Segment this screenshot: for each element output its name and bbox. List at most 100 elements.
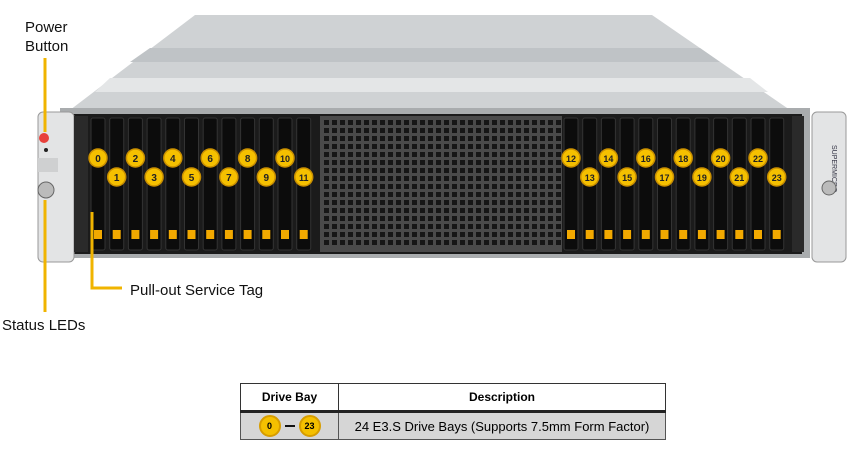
drive-latch[interactable] <box>206 230 215 239</box>
drive-latch[interactable] <box>585 230 594 239</box>
grill-hole <box>532 240 537 245</box>
drive-latch[interactable] <box>716 230 725 239</box>
grill-hole <box>460 224 465 229</box>
drive-latch[interactable] <box>567 230 575 239</box>
grill-hole <box>372 160 377 165</box>
grill-hole <box>428 160 433 165</box>
drive-latch[interactable] <box>679 230 688 239</box>
grill-hole <box>324 120 329 125</box>
drive-latch[interactable] <box>641 230 650 239</box>
grill-hole <box>492 240 497 245</box>
drive-latch[interactable] <box>299 230 308 239</box>
side-vent <box>74 116 88 252</box>
grill-hole <box>556 208 561 213</box>
grill-hole <box>460 208 465 213</box>
grill-hole <box>364 184 369 189</box>
grill-hole <box>508 168 513 173</box>
drive-latch[interactable] <box>150 230 159 239</box>
grill-hole <box>444 184 449 189</box>
grill-hole <box>508 136 513 141</box>
drive-latch[interactable] <box>281 230 289 239</box>
header-description: Description <box>338 383 666 413</box>
grill-hole <box>412 208 417 213</box>
grill-hole <box>436 216 441 221</box>
grill-hole <box>420 160 425 165</box>
grill-hole <box>388 192 393 197</box>
grill-hole <box>396 120 401 125</box>
grill-hole <box>500 128 505 133</box>
grill-hole <box>372 152 377 157</box>
grill-hole <box>396 240 401 245</box>
grill-hole <box>492 120 497 125</box>
grill-hole <box>436 168 441 173</box>
drive-latch[interactable] <box>735 230 744 239</box>
drive-latch[interactable] <box>224 230 233 239</box>
drive-latch[interactable] <box>131 230 140 239</box>
grill-hole <box>476 192 481 197</box>
drive-latch[interactable] <box>262 230 271 239</box>
grill-hole <box>460 176 465 181</box>
grill-hole <box>548 176 553 181</box>
grill-hole <box>556 240 561 245</box>
bay-number-badge <box>106 167 127 187</box>
grill-hole <box>484 144 489 149</box>
drive-latch[interactable] <box>754 230 762 239</box>
grill-hole <box>452 208 457 213</box>
bay-number-badge <box>293 167 314 187</box>
grill-hole <box>356 184 361 189</box>
drive-latch[interactable] <box>604 230 613 239</box>
grill-hole <box>412 176 417 181</box>
grill-hole <box>548 216 553 221</box>
grill-hole <box>492 232 497 237</box>
grill-hole <box>540 152 545 157</box>
grill-hole <box>356 152 361 157</box>
grill-hole <box>484 192 489 197</box>
drive-latch[interactable] <box>623 230 632 239</box>
bay-number-label: 17 <box>659 173 669 183</box>
grill-hole <box>524 216 529 221</box>
drive-latch[interactable] <box>112 230 121 239</box>
grill-hole <box>532 136 537 141</box>
grill-hole <box>412 224 417 229</box>
grill-hole <box>500 144 505 149</box>
grill-hole <box>468 184 473 189</box>
grill-hole <box>556 224 561 229</box>
grill-hole <box>508 224 513 229</box>
drive-latch[interactable] <box>243 230 252 239</box>
grill-hole <box>412 120 417 125</box>
drive-latch[interactable] <box>660 230 669 239</box>
grill-hole <box>508 208 513 213</box>
grill-hole <box>324 128 329 133</box>
grill-hole <box>460 184 465 189</box>
drive-latch[interactable] <box>168 230 177 239</box>
grill-hole <box>340 152 345 157</box>
bay-number-badge <box>692 167 712 187</box>
bay-number-badge <box>88 148 108 168</box>
grill-hole <box>404 136 409 141</box>
grill-hole <box>380 216 385 221</box>
grill-hole <box>380 184 385 189</box>
grill-hole <box>484 240 489 245</box>
thumbscrew-right <box>821 180 837 196</box>
grill-hole <box>420 176 425 181</box>
grill-hole <box>548 120 553 125</box>
grill-hole <box>340 136 345 141</box>
grill-hole <box>532 192 537 197</box>
drive-latch[interactable] <box>772 230 781 239</box>
grill-hole <box>468 120 473 125</box>
grill-hole <box>500 224 505 229</box>
grill-hole <box>540 144 545 149</box>
grill-hole <box>428 208 433 213</box>
grill-hole <box>468 128 473 133</box>
grill-hole <box>492 128 497 133</box>
drive-latch[interactable] <box>94 230 102 239</box>
grill-hole <box>492 160 497 165</box>
drive-latch[interactable] <box>697 230 706 239</box>
drive-latch[interactable] <box>187 230 196 239</box>
power-button[interactable] <box>39 133 49 143</box>
grill-hole <box>492 144 497 149</box>
grill-hole <box>372 168 377 173</box>
grill-hole <box>516 200 521 205</box>
grill-hole <box>444 192 449 197</box>
grill-hole <box>436 120 441 125</box>
